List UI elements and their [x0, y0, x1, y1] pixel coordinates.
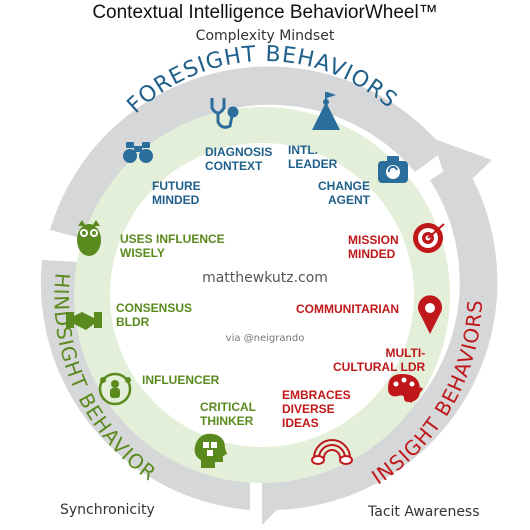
- center-disc: [110, 143, 414, 447]
- map-pin-icon: [418, 295, 442, 334]
- axis-top-label: Complexity Mindset: [195, 28, 335, 44]
- axis-bottom-right-label: Tacit Awareness: [368, 504, 480, 520]
- behavior-line: INFLUENCER: [142, 373, 220, 387]
- handshake-icon: [66, 312, 102, 330]
- axis-bottom-left-label: Synchronicity: [60, 502, 155, 518]
- behavior-line: MINDED: [152, 193, 200, 207]
- behavior-line: MINDED: [348, 247, 396, 261]
- center-credit-label: via @neigrando: [225, 333, 305, 344]
- behavior-line: IDEAS: [282, 416, 319, 430]
- insight-arrow-head: [432, 138, 492, 198]
- behavior-line: INTL.: [288, 143, 318, 157]
- camera-refresh-icon: [378, 156, 408, 183]
- behavior-line: WISELY: [120, 246, 165, 260]
- rainbow-icon: [311, 439, 353, 465]
- behavior-influencer: INFLUENCER: [142, 373, 219, 387]
- behavior-line: CONTEXT: [205, 159, 263, 173]
- behavior-line: CRITICAL: [200, 400, 256, 414]
- behavior-line: FUTURE: [152, 179, 201, 193]
- hindsight-ring-segment: [40, 260, 250, 510]
- behavior-line: MISSION: [348, 233, 399, 247]
- people-network-icon: [98, 372, 132, 406]
- owl-icon: [77, 220, 101, 256]
- stethoscope-icon: [210, 98, 239, 129]
- behavior-change-agent: CHANGE AGENT: [318, 179, 370, 207]
- foresight-ring-segment: [50, 66, 445, 240]
- behavior-consensus-bldr: CONSENSUS BLDR: [116, 301, 192, 329]
- behavior-line: EMBRACES: [282, 388, 351, 402]
- behavior-intl-leader: INTL. LEADER: [288, 143, 337, 171]
- behavior-critical-thinker: CRITICAL THINKER: [200, 400, 256, 428]
- behavior-mission-minded: MISSION MINDED: [348, 233, 399, 261]
- behavior-line: USES INFLUENCE: [120, 232, 225, 246]
- behavior-line: CHANGE: [318, 179, 371, 193]
- behavior-line: BLDR: [116, 315, 150, 329]
- behavior-uses-influence-wisely: USES INFLUENCE WISELY: [120, 232, 225, 260]
- target-icon: [413, 223, 445, 253]
- behavior-embraces-diverse-ideas: EMBRACES DIVERSE IDEAS: [282, 388, 351, 430]
- binoculars-icon: [123, 142, 153, 163]
- behavior-line: CULTURAL LDR: [333, 360, 426, 374]
- mountain-summit-icon: [312, 92, 340, 130]
- behavior-future-minded: FUTURE MINDED: [152, 179, 201, 207]
- diagram-title: Contextual Intelligence BehaviorWheel™: [92, 2, 438, 23]
- behavior-line: CONSENSUS: [116, 301, 193, 315]
- behavior-line: THINKER: [200, 414, 254, 428]
- behavior-line: DIVERSE: [282, 402, 335, 416]
- behavior-line: DIAGNOSIS: [205, 145, 273, 159]
- head-puzzle-icon: [194, 433, 227, 468]
- behavior-line: MULTI-: [385, 346, 426, 360]
- behavior-multi-cultural-ldr: MULTI- CULTURAL LDR: [333, 346, 425, 374]
- center-site-label: matthewkutz.com: [202, 270, 328, 286]
- behavior-diagnosis-context: DIAGNOSIS CONTEXT: [205, 145, 272, 173]
- insight-ring-segment: [275, 160, 498, 510]
- behavior-line: LEADER: [288, 157, 338, 171]
- palette-icon: [388, 374, 424, 403]
- behavior-line: AGENT: [328, 193, 371, 207]
- behavior-line: COMMUNITARIAN: [296, 302, 400, 316]
- behavior-communitarian: COMMUNITARIAN: [296, 302, 399, 316]
